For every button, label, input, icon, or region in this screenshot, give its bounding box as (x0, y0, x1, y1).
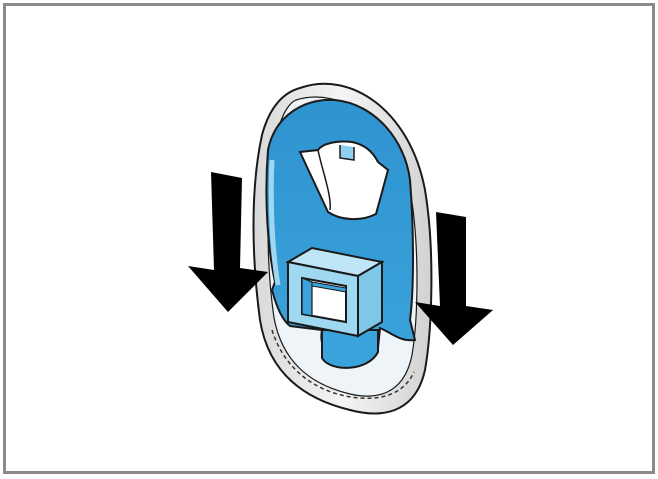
square-socket (285, 246, 385, 338)
arrow-down-icon (188, 172, 268, 312)
arrow-down-icon (415, 212, 493, 345)
